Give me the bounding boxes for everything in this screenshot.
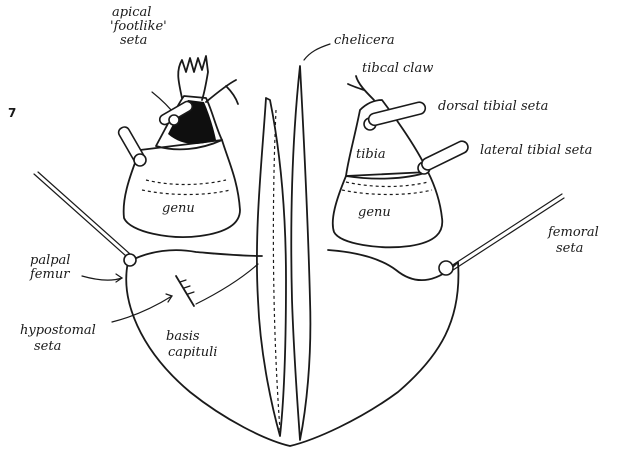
- footlike-seta: [178, 56, 208, 100]
- left-genu-dashes: [146, 180, 226, 185]
- right-tibial-claw: [348, 76, 374, 100]
- label-dorsal-tibial-seta: dorsal tibial seta: [438, 100, 548, 114]
- label-apical: apical: [112, 6, 151, 20]
- label-basis: basis: [166, 330, 200, 344]
- label-capituli: capituli: [168, 346, 217, 360]
- label-tibia: tibia: [356, 148, 386, 162]
- chelicera-left-shape: [257, 98, 286, 436]
- figure-number: 7: [8, 106, 16, 120]
- label-apical-seta: seta: [120, 34, 147, 48]
- right-lateral-seta: [420, 139, 470, 172]
- right-dorsal-seta: [367, 101, 426, 127]
- palpal-femur-pointer: [82, 276, 122, 280]
- label-femur: femur: [30, 268, 69, 282]
- label-femoral-seta: seta: [556, 242, 583, 256]
- label-lateral-tibial-seta: lateral tibial seta: [480, 144, 592, 158]
- right-genu-dashes-2: [342, 190, 432, 195]
- label-palpal: palpal: [30, 254, 70, 268]
- right-genu-dashes: [346, 182, 428, 187]
- left-claw: [206, 80, 238, 104]
- label-femoral: femoral: [548, 226, 599, 240]
- label-hypostomal-seta: seta: [34, 340, 61, 354]
- left-femoral-seta: [34, 174, 126, 256]
- label-genu-left: genu: [162, 202, 195, 216]
- basis-pointer: [196, 264, 258, 304]
- right-femoral-seta: [448, 194, 562, 268]
- chelicera-pointer: [304, 44, 330, 60]
- hypostomal-pointer: [112, 296, 172, 322]
- chelicera-right-shape: [291, 66, 310, 440]
- left-genu-dashes-2: [142, 190, 230, 195]
- label-tibial-claw: tibcal claw: [362, 62, 433, 76]
- label-chelicera: chelicera: [334, 34, 395, 48]
- label-hypostomal: hypostomal: [20, 324, 96, 338]
- label-footlike: 'footlike': [110, 20, 167, 34]
- label-genu-right: genu: [358, 206, 391, 220]
